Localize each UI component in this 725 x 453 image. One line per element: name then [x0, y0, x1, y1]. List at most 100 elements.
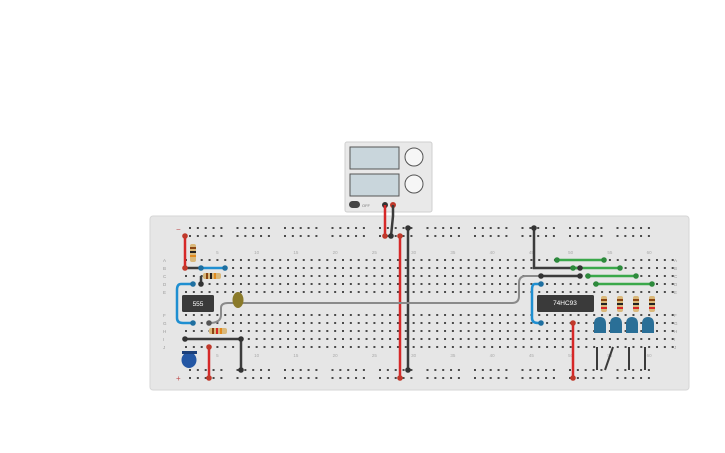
rail-hole[interactable]	[386, 227, 389, 229]
hole[interactable]	[287, 338, 290, 340]
hole[interactable]	[514, 330, 517, 332]
rail-hole[interactable]	[640, 369, 643, 371]
rail-hole[interactable]	[521, 235, 524, 237]
hole[interactable]	[365, 267, 368, 269]
hole[interactable]	[334, 338, 337, 340]
hole[interactable]	[389, 267, 392, 269]
hole[interactable]	[381, 275, 384, 277]
hole[interactable]	[671, 338, 674, 340]
hole[interactable]	[514, 314, 517, 316]
hole[interactable]	[310, 267, 313, 269]
hole[interactable]	[373, 314, 376, 316]
hole[interactable]	[294, 338, 297, 340]
hole[interactable]	[302, 259, 305, 261]
hole[interactable]	[396, 275, 399, 277]
hole[interactable]	[404, 346, 407, 348]
hole[interactable]	[475, 267, 478, 269]
hole[interactable]	[263, 314, 266, 316]
rail-hole[interactable]	[450, 235, 453, 237]
hole[interactable]	[232, 291, 235, 293]
hole[interactable]	[506, 259, 509, 261]
rail-hole[interactable]	[552, 227, 555, 229]
hole[interactable]	[396, 259, 399, 261]
rail-hole[interactable]	[236, 227, 239, 229]
hole[interactable]	[648, 259, 651, 261]
hole[interactable]	[459, 322, 462, 324]
hole[interactable]	[279, 314, 282, 316]
hole[interactable]	[287, 267, 290, 269]
hole[interactable]	[302, 346, 305, 348]
hole[interactable]	[459, 267, 462, 269]
rail-hole[interactable]	[624, 227, 627, 229]
rail-hole[interactable]	[299, 369, 302, 371]
rail-hole[interactable]	[426, 377, 429, 379]
rail-hole[interactable]	[505, 369, 508, 371]
hole[interactable]	[436, 346, 439, 348]
rail-hole[interactable]	[307, 377, 310, 379]
hole[interactable]	[546, 291, 549, 293]
hole[interactable]	[381, 267, 384, 269]
rail-hole[interactable]	[339, 369, 342, 371]
rail-hole[interactable]	[204, 235, 207, 237]
hole[interactable]	[349, 346, 352, 348]
hole[interactable]	[491, 275, 494, 277]
hole[interactable]	[310, 291, 313, 293]
hole[interactable]	[608, 291, 611, 293]
rail-hole[interactable]	[450, 227, 453, 229]
rail-hole[interactable]	[355, 377, 358, 379]
rail-hole[interactable]	[505, 377, 508, 379]
hole[interactable]	[451, 322, 454, 324]
hole[interactable]	[389, 330, 392, 332]
rail-hole[interactable]	[632, 235, 635, 237]
hole[interactable]	[444, 291, 447, 293]
hole[interactable]	[263, 322, 266, 324]
hole[interactable]	[349, 275, 352, 277]
hole[interactable]	[271, 314, 274, 316]
rail-hole[interactable]	[474, 235, 476, 237]
rail-hole[interactable]	[552, 235, 555, 237]
hole[interactable]	[318, 346, 321, 348]
hole[interactable]	[412, 338, 415, 340]
rail-hole[interactable]	[569, 235, 571, 237]
rail-hole[interactable]	[529, 369, 532, 371]
hole[interactable]	[412, 330, 415, 332]
hole[interactable]	[499, 275, 501, 277]
hole[interactable]	[459, 291, 462, 293]
hole[interactable]	[381, 330, 384, 332]
hole[interactable]	[467, 338, 470, 340]
rail-hole[interactable]	[569, 369, 571, 371]
hole[interactable]	[287, 346, 290, 348]
rail-hole[interactable]	[307, 227, 310, 229]
hole[interactable]	[412, 291, 415, 293]
wire-endpoint[interactable]	[633, 273, 639, 279]
rail-hole[interactable]	[489, 369, 492, 371]
wire-endpoint[interactable]	[198, 281, 204, 287]
rail-hole[interactable]	[624, 377, 627, 379]
rail-hole[interactable]	[355, 227, 358, 229]
hole[interactable]	[263, 291, 266, 293]
hole[interactable]	[349, 322, 352, 324]
hole[interactable]	[459, 346, 462, 348]
hole[interactable]	[451, 330, 454, 332]
rail-hole[interactable]	[576, 377, 579, 379]
rail-hole[interactable]	[220, 377, 223, 379]
rail-hole[interactable]	[362, 369, 365, 371]
hole[interactable]	[608, 322, 611, 324]
hole[interactable]	[185, 275, 187, 277]
hole[interactable]	[381, 314, 384, 316]
hole[interactable]	[616, 291, 619, 293]
rail-hole[interactable]	[592, 227, 595, 229]
rail-hole[interactable]	[339, 235, 342, 237]
hole[interactable]	[444, 267, 447, 269]
hole[interactable]	[334, 259, 337, 261]
rail-hole[interactable]	[552, 369, 555, 371]
hole[interactable]	[608, 346, 611, 348]
rail-hole[interactable]	[624, 369, 627, 371]
rail-hole[interactable]	[640, 235, 643, 237]
wire-blue-left[interactable]	[175, 282, 193, 325]
power-switch[interactable]	[349, 201, 360, 208]
hole[interactable]	[396, 314, 399, 316]
rail-hole[interactable]	[537, 377, 540, 379]
rail-hole[interactable]	[552, 377, 555, 379]
wire-endpoint[interactable]	[206, 375, 212, 381]
